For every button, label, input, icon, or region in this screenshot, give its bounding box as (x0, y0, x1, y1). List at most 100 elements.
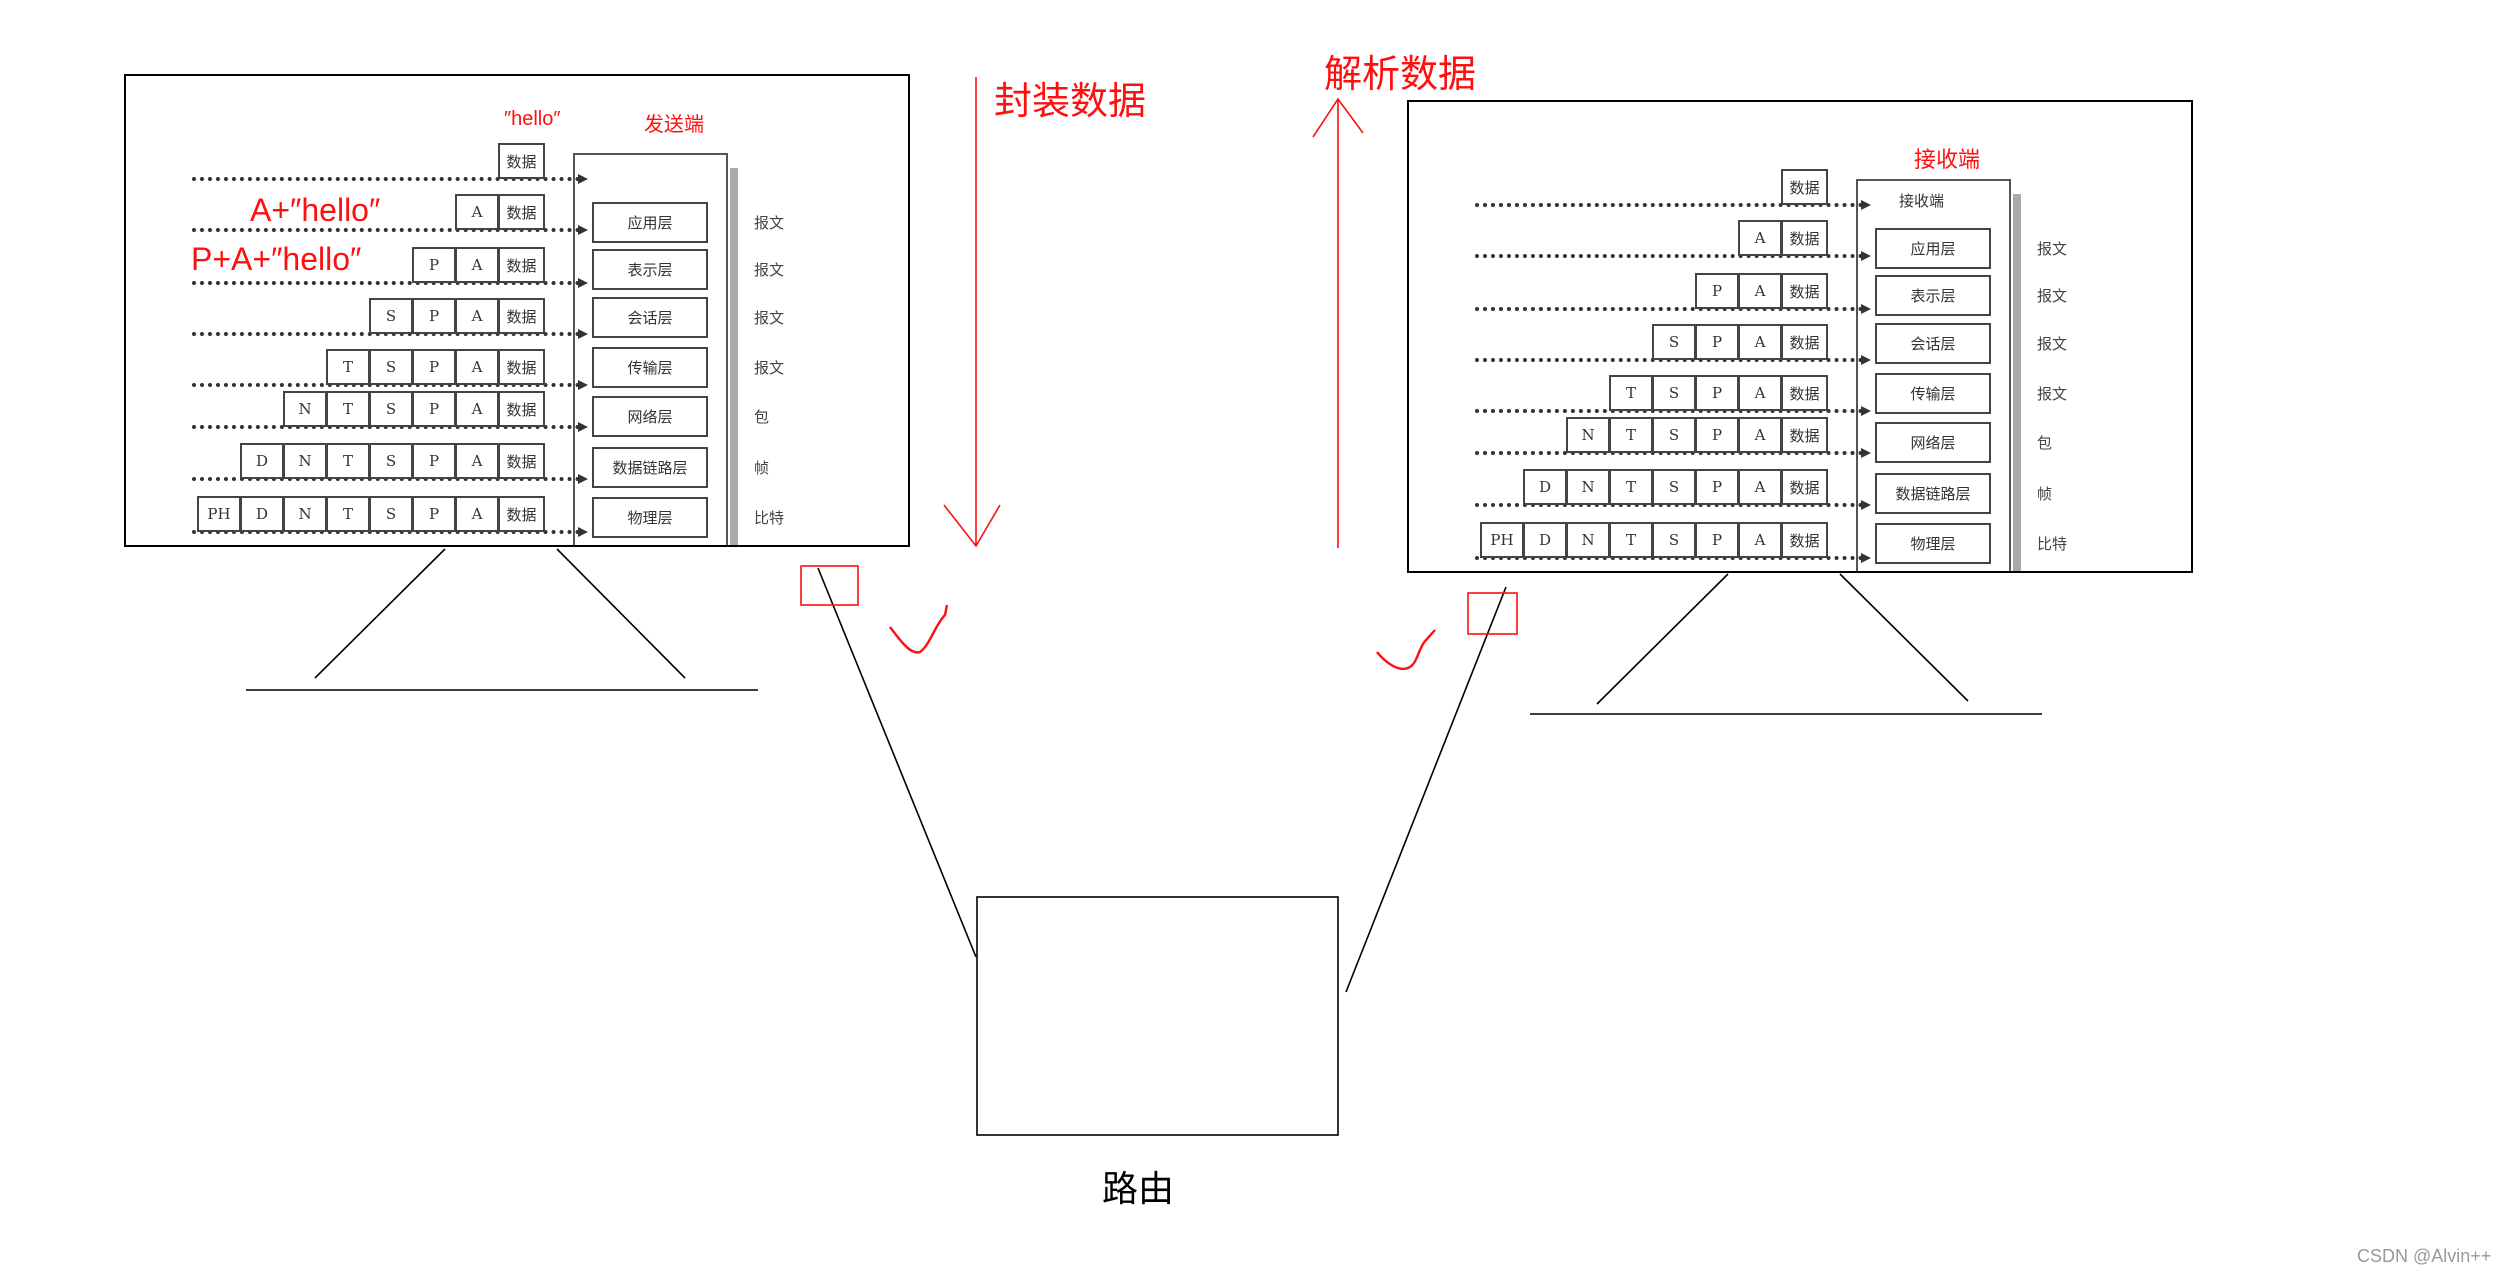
unit-label: 报文 (2037, 240, 2068, 258)
payload-cell: 数据 (498, 143, 545, 179)
header-cell: A (455, 391, 499, 427)
arrow-head (578, 527, 588, 537)
payload-cell: 数据 (1781, 324, 1828, 360)
header-cell: A (455, 247, 499, 283)
unit-label: 比特 (2037, 535, 2068, 553)
layer-box: 物理层 (1875, 523, 1991, 564)
arrow-head (578, 474, 588, 484)
layer-box: 数据链路层 (1875, 473, 1991, 514)
header-cell: A (455, 298, 499, 334)
unit-label: 报文 (754, 309, 785, 327)
watermark: CSDN @Alvin++ (2357, 1246, 2492, 1266)
header-cell: S (369, 443, 413, 479)
right-check-mark (1376, 629, 1436, 671)
unit-label: 报文 (2037, 385, 2068, 403)
layer-box: 网络层 (592, 396, 708, 437)
unit-label: 帧 (2037, 485, 2053, 503)
arrow-head (578, 278, 588, 288)
sender-title: 发送端 (644, 114, 704, 136)
dotted-arrow-line (192, 332, 580, 336)
arrow-head (578, 422, 588, 432)
payload-cell: 数据 (1781, 417, 1828, 453)
header-cell: P (1695, 522, 1739, 558)
layer-box: 应用层 (1875, 228, 1991, 269)
payload-cell: 数据 (1781, 469, 1828, 505)
arrow-head (1861, 448, 1871, 458)
unit-label: 包 (754, 408, 770, 426)
header-cell: T (326, 349, 370, 385)
header-cell: PH (197, 496, 241, 532)
header-cell: T (1609, 375, 1653, 411)
header-cell: D (1523, 522, 1567, 558)
layer-box: 应用层 (592, 202, 708, 243)
router-label: 路由 (1102, 1169, 1175, 1210)
payload-cell: 数据 (1781, 273, 1828, 309)
arrow-head (1861, 406, 1871, 416)
unit-label: 包 (2037, 434, 2053, 452)
flow-direction-bar (2013, 194, 2021, 571)
header-cell: S (369, 391, 413, 427)
arrow-head (1861, 251, 1871, 261)
payload-cell: 数据 (1781, 375, 1828, 411)
pa-hello-label: P+A+″hello″ (191, 241, 362, 277)
dotted-arrow-line (1475, 556, 1863, 560)
header-cell: A (455, 496, 499, 532)
unit-label: 报文 (754, 359, 785, 377)
header-cell: A (1738, 469, 1782, 505)
layer-box: 传输层 (1875, 373, 1991, 414)
payload-cell: 数据 (498, 391, 545, 427)
header-cell: P (412, 298, 456, 334)
header-cell: N (1566, 469, 1610, 505)
header-cell: D (240, 496, 284, 532)
header-cell: A (455, 349, 499, 385)
header-cell: T (1609, 469, 1653, 505)
header-cell: P (1695, 375, 1739, 411)
header-cell: A (1738, 522, 1782, 558)
right-stand-leg (1839, 573, 1969, 702)
header-cell: PH (1480, 522, 1524, 558)
header-cell: N (1566, 417, 1610, 453)
dotted-arrow-line (1475, 203, 1863, 207)
header-cell: S (369, 496, 413, 532)
header-cell: A (455, 443, 499, 479)
a-hello-label: A+″hello″ (250, 192, 381, 228)
arrow-head (578, 174, 588, 184)
header-cell: N (283, 443, 327, 479)
header-cell: S (1652, 522, 1696, 558)
header-cell: S (1652, 375, 1696, 411)
unit-label: 报文 (754, 261, 785, 279)
receiver-title: 接收端 (1914, 147, 1981, 172)
layer-box: 传输层 (592, 347, 708, 388)
payload-cell: 数据 (498, 443, 545, 479)
layer-box: 数据链路层 (592, 447, 708, 488)
header-cell: P (412, 391, 456, 427)
payload-cell: 数据 (498, 349, 545, 385)
arrow-head (1861, 355, 1871, 365)
arrow-head (578, 329, 588, 339)
header-cell: S (1652, 417, 1696, 453)
arrow-head (1861, 553, 1871, 563)
left-stand-leg (314, 548, 446, 679)
header-cell: P (1695, 469, 1739, 505)
header-cell: P (412, 496, 456, 532)
header-cell: D (1523, 469, 1567, 505)
header-cell: T (1609, 417, 1653, 453)
header-cell: P (412, 349, 456, 385)
unit-label: 帧 (754, 459, 770, 477)
right-to-router-line (1345, 586, 1507, 993)
left-check-mark (889, 604, 949, 654)
header-cell: A (455, 194, 499, 230)
left-stand-leg (556, 548, 686, 679)
header-cell: S (369, 298, 413, 334)
layer-box: 网络层 (1875, 422, 1991, 463)
decapsulate-arrow-head (1312, 97, 1364, 138)
arrow-head (578, 225, 588, 235)
dotted-arrow-line (192, 530, 580, 534)
unit-label: 比特 (754, 509, 785, 527)
header-cell: P (412, 443, 456, 479)
arrow-head (578, 380, 588, 390)
header-cell: A (1738, 375, 1782, 411)
top-layer-label: 接收端 (1899, 192, 1945, 210)
layer-stack-frame (1856, 179, 2011, 571)
